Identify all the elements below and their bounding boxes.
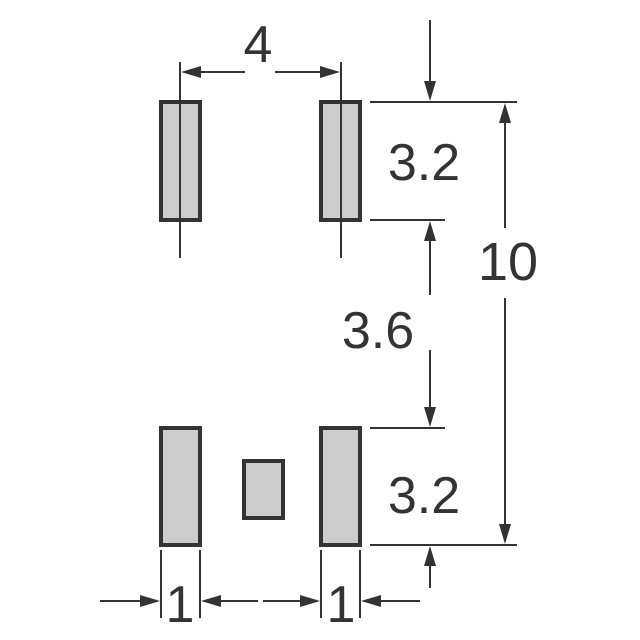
arrowhead-gap-bottom [424, 407, 436, 427]
pad-bottom-left [159, 426, 202, 547]
label-pitch: 4 [244, 16, 273, 74]
arrowhead-right-width-left [300, 595, 320, 607]
arrowhead-overall-bottom [499, 524, 511, 544]
arrowhead-pitch-right [320, 66, 340, 78]
label-gap: 3.6 [342, 302, 414, 360]
arrowhead-left-width-right [201, 595, 221, 607]
arrowhead-gap-top [424, 221, 436, 241]
pad-bottom-right [319, 426, 362, 547]
label-overall-height: 10 [478, 232, 538, 292]
label-right-pad-width: 1 [327, 576, 356, 634]
arrowhead-pitch-left [181, 66, 201, 78]
label-top-pad-height: 3.2 [388, 134, 460, 192]
label-left-pad-width: 1 [166, 576, 195, 634]
arrowhead-left-width-left [140, 595, 160, 607]
arrowhead-overall-top [499, 103, 511, 123]
pad-bottom-center [242, 459, 285, 520]
label-bottom-pad-height: 3.2 [388, 467, 460, 525]
arrowhead-right-width-right [361, 595, 381, 607]
arrowhead-bottom-pad-height [424, 546, 436, 566]
arrowhead-top-pad-height [424, 81, 436, 101]
